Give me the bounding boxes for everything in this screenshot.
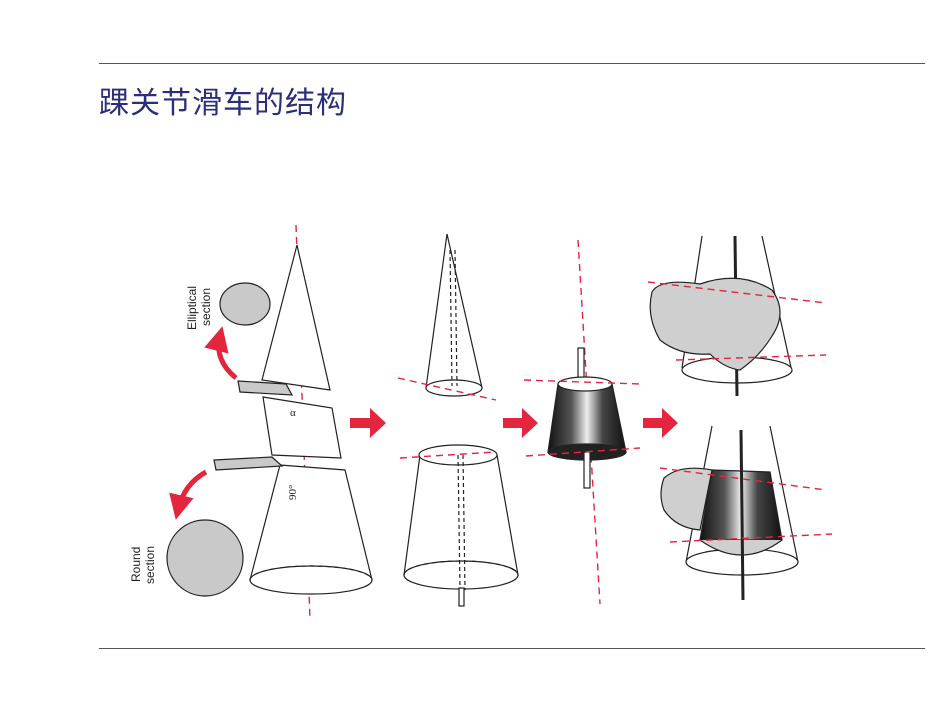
talus-upper-shape <box>649 277 781 371</box>
lower-frustum-bottom <box>403 560 519 590</box>
drum-cut-upper <box>523 379 641 385</box>
cone-base <box>249 464 373 581</box>
round-cut-plane <box>213 456 284 471</box>
cut-line-upper <box>397 377 497 401</box>
arrow-to-elliptical <box>204 326 238 380</box>
panel-trochlea-drum <box>523 239 641 605</box>
block-arrow-2 <box>503 408 538 438</box>
lower-talus-axle <box>739 429 745 601</box>
talus-lower-cut-1 <box>659 467 827 491</box>
cone-base-back <box>249 565 373 581</box>
slide-title: 踝关节滑车的结构 <box>99 86 347 121</box>
talus-lower-cut-2 <box>669 533 833 543</box>
cut-line-lower <box>399 451 497 459</box>
round-section-shape <box>166 519 244 597</box>
elliptical-section-shape <box>219 282 271 326</box>
lower-axle-2 <box>462 454 466 591</box>
lower-frustum-back <box>403 560 519 576</box>
ninety-degree-label: 90° <box>287 485 299 500</box>
block-arrow-3 <box>643 408 678 438</box>
alpha-angle-label: α <box>290 407 296 419</box>
talus-upper-cut-1 <box>647 281 827 304</box>
lower-frustum <box>403 454 519 576</box>
drum-axle-bottom <box>583 451 591 489</box>
bottom-rule <box>99 648 925 649</box>
upper-cone <box>425 233 483 389</box>
cone-tip <box>261 244 331 391</box>
block-arrow-1 <box>350 408 386 438</box>
panel-cut-cone <box>166 224 373 621</box>
elliptical-cut-plane <box>237 380 294 396</box>
upper-cone-ellipse <box>425 379 483 397</box>
upper-axle-2 <box>454 249 458 387</box>
elliptical-label-2: section <box>199 288 213 326</box>
panel-talus-upper <box>647 235 827 397</box>
upper-axle <box>449 249 453 387</box>
round-label-1: Round <box>129 547 143 582</box>
panel-talus-lower <box>659 425 833 601</box>
drum-axle-top <box>577 347 585 381</box>
elliptical-label-1: Elliptical <box>185 286 199 330</box>
axle-stub <box>458 587 465 607</box>
talus-upper-cut-2 <box>675 354 827 361</box>
cone-middle-slice <box>262 396 342 459</box>
arrow-to-round <box>169 469 208 520</box>
panel-cone-frustum <box>397 233 519 607</box>
drum-top <box>557 376 613 392</box>
talus-lower-shape <box>660 467 713 531</box>
lower-axle <box>457 454 461 591</box>
round-label-2: section <box>143 546 157 584</box>
drum-body <box>547 383 627 453</box>
top-rule <box>99 63 925 64</box>
